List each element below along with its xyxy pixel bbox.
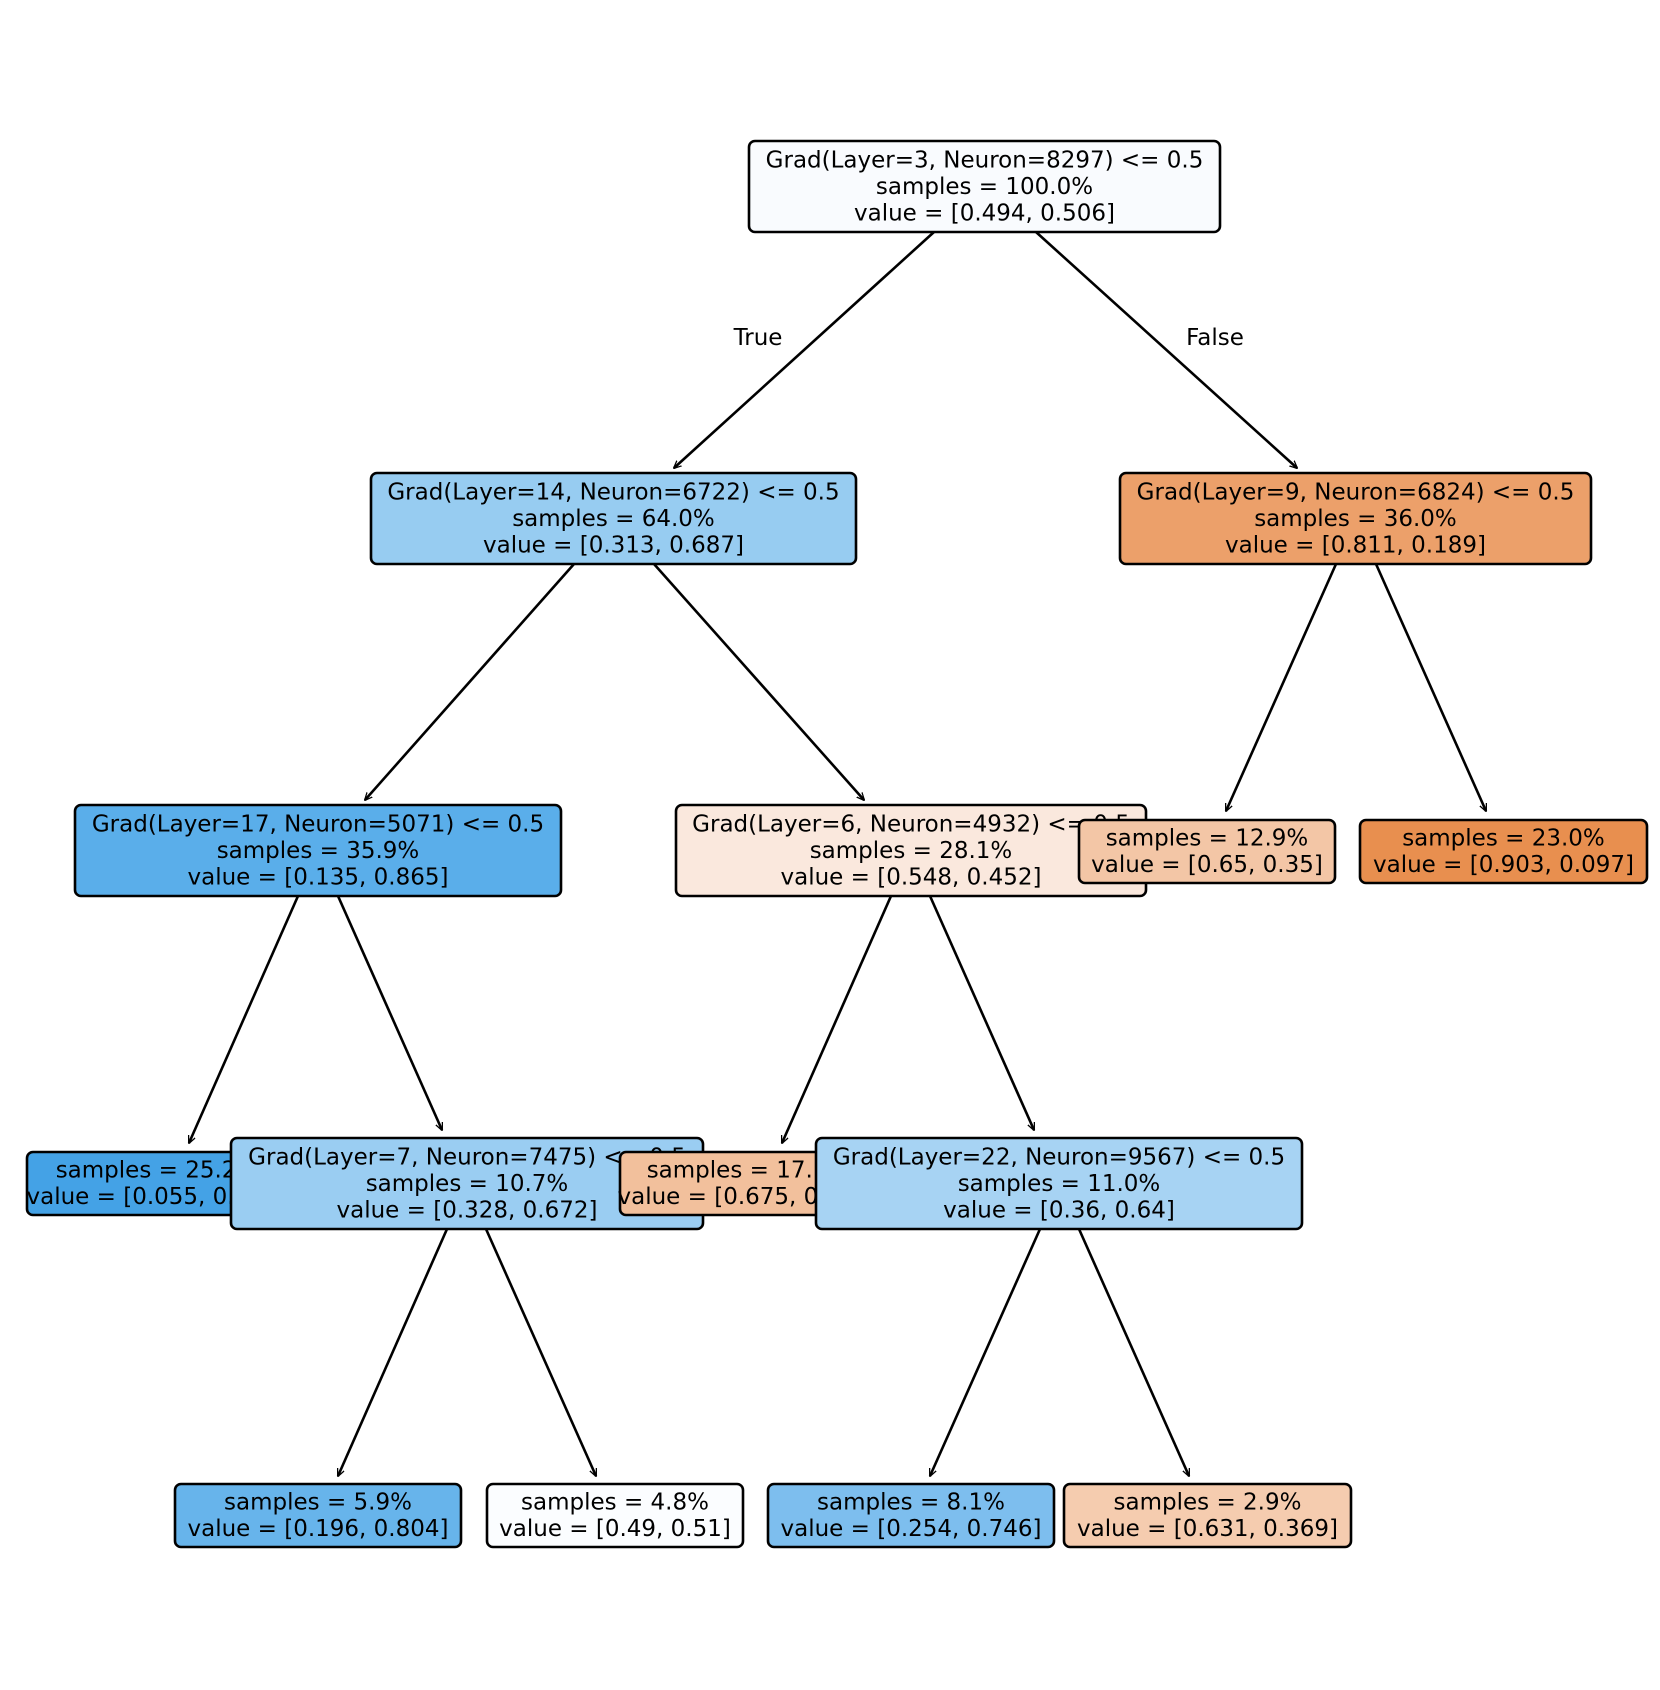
node-text-line: samples = 11.0% <box>958 1171 1161 1197</box>
edge-n10-n14 <box>1077 1228 1191 1476</box>
node-text-line: samples = 10.7% <box>366 1171 569 1197</box>
node-text-line: value = [0.254, 0.746] <box>781 1516 1042 1542</box>
node-box <box>173 1482 463 1549</box>
node-text-line: samples = 100.0% <box>876 174 1093 200</box>
edge-n8-n12 <box>484 1228 598 1476</box>
node-text-line: value = [0.49, 0.51] <box>499 1516 731 1542</box>
edge-n2-n6 <box>1374 563 1488 811</box>
node-box <box>485 1482 745 1549</box>
tree-node-n10: Grad(Layer=22, Neuron=9567) <= 0.5sample… <box>814 1136 1304 1231</box>
node-text-line: samples = 36.0% <box>1254 506 1457 532</box>
node-text-line: samples = 35.9% <box>217 838 420 864</box>
nodes-layer: Grad(Layer=3, Neuron=8297) <= 0.5samples… <box>25 139 1649 1549</box>
tree-node-n5: samples = 12.9%value = [0.65, 0.35] <box>1077 818 1337 885</box>
edge-n3-n7 <box>187 895 300 1143</box>
edge-n4-n9 <box>780 895 893 1143</box>
node-text-line: value = [0.811, 0.189] <box>1225 532 1486 558</box>
node-text-line: samples = 25.2% <box>56 1158 259 1184</box>
tree-node-n3: Grad(Layer=17, Neuron=5071) <= 0.5sample… <box>73 803 563 898</box>
edge-n10-n13 <box>928 1228 1042 1476</box>
node-box <box>1358 818 1649 885</box>
edge-n3-n8 <box>336 895 444 1130</box>
tree-node-n13: samples = 8.1%value = [0.254, 0.746] <box>766 1482 1056 1549</box>
tree-node-n2: Grad(Layer=9, Neuron=6824) <= 0.5samples… <box>1118 471 1593 566</box>
node-text-line: Grad(Layer=17, Neuron=5071) <= 0.5 <box>92 811 544 837</box>
tree-node-n1: Grad(Layer=14, Neuron=6722) <= 0.5sample… <box>369 471 858 566</box>
node-box <box>814 1136 1304 1231</box>
tree-node-n11: samples = 5.9%value = [0.196, 0.804] <box>173 1482 463 1549</box>
node-text-line: value = [0.135, 0.865] <box>188 864 449 890</box>
edge-n2-n5 <box>1224 563 1338 811</box>
node-text-line: Grad(Layer=22, Neuron=9567) <= 0.5 <box>833 1144 1285 1170</box>
edge-n8-n11 <box>336 1228 449 1476</box>
node-text-line: samples = 28.1% <box>810 838 1013 864</box>
node-box <box>766 1482 1056 1549</box>
node-text-line: Grad(Layer=6, Neuron=4932) <= 0.5 <box>692 811 1130 837</box>
node-text-line: value = [0.631, 0.369] <box>1077 1516 1338 1542</box>
node-text-line: value = [0.548, 0.452] <box>781 864 1042 890</box>
node-text-line: samples = 5.9% <box>224 1490 412 1516</box>
edges-layer: True False <box>187 231 1488 1476</box>
edge-label-false: False <box>1186 325 1244 351</box>
node-text-line: samples = 2.9% <box>1114 1490 1302 1516</box>
node-text-line: Grad(Layer=14, Neuron=6722) <= 0.5 <box>387 479 839 505</box>
node-box <box>1062 1482 1353 1549</box>
node-text-line: samples = 4.8% <box>521 1490 709 1516</box>
tree-node-n0: Grad(Layer=3, Neuron=8297) <= 0.5samples… <box>747 139 1222 234</box>
node-text-line: value = [0.36, 0.64] <box>943 1197 1175 1223</box>
tree-node-n14: samples = 2.9%value = [0.631, 0.369] <box>1062 1482 1353 1549</box>
node-text-line: Grad(Layer=3, Neuron=8297) <= 0.5 <box>766 147 1204 173</box>
node-text-line: samples = 12.9% <box>1106 826 1309 852</box>
edge-n1-n4 <box>653 563 864 800</box>
tree-node-n12: samples = 4.8%value = [0.49, 0.51] <box>485 1482 745 1549</box>
node-box <box>1118 471 1593 566</box>
node-text-line: samples = 8.1% <box>817 1490 1005 1516</box>
node-text-line: value = [0.328, 0.672] <box>337 1197 598 1223</box>
edge-n4-n10 <box>928 895 1036 1130</box>
tree-node-n4: Grad(Layer=6, Neuron=4932) <= 0.5samples… <box>674 803 1148 898</box>
node-text-line: value = [0.196, 0.804] <box>188 1516 449 1542</box>
node-text-line: value = [0.903, 0.097] <box>1373 852 1634 878</box>
node-text-line: samples = 23.0% <box>1402 826 1605 852</box>
edge-label-true: True <box>733 325 783 351</box>
node-text-line: value = [0.313, 0.687] <box>483 532 744 558</box>
tree-node-n8: Grad(Layer=7, Neuron=7475) <= 0.5samples… <box>229 1136 705 1231</box>
node-box <box>73 803 563 898</box>
edge-n1-n3 <box>365 563 575 800</box>
edge-n0-n2 <box>1035 231 1297 468</box>
node-box <box>747 139 1222 234</box>
tree-node-n6: samples = 23.0%value = [0.903, 0.097] <box>1358 818 1649 885</box>
node-box <box>1077 818 1337 885</box>
node-text-line: Grad(Layer=9, Neuron=6824) <= 0.5 <box>1137 479 1575 505</box>
edge-n0-n1 <box>674 231 935 468</box>
node-text-line: Grad(Layer=7, Neuron=7475) <= 0.5 <box>248 1144 686 1170</box>
node-box <box>369 471 858 566</box>
node-text-line: value = [0.65, 0.35] <box>1091 852 1323 878</box>
node-text-line: samples = 64.0% <box>512 506 715 532</box>
node-text-line: value = [0.494, 0.506] <box>854 200 1115 226</box>
